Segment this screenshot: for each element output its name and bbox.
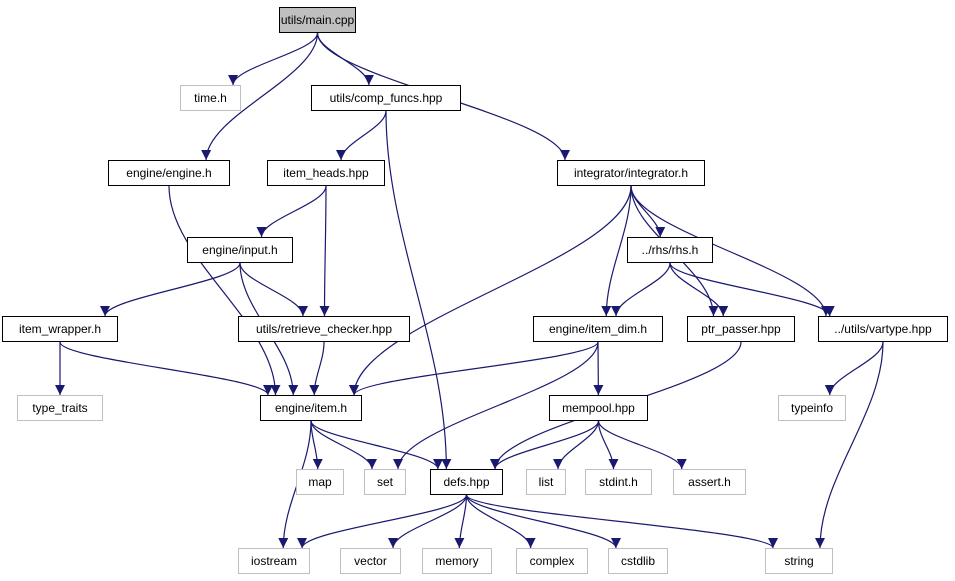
node-defs[interactable]: defs.hpp (430, 469, 503, 495)
node-item-wrapper[interactable]: item_wrapper.h (2, 316, 118, 342)
edge-defs-to-cstdlib (465, 494, 621, 549)
edge-mempool-to-stdint (597, 420, 619, 470)
node-memory: memory (422, 548, 492, 574)
edge-defs-to-iostream (297, 494, 468, 549)
node-input[interactable]: engine/input.h (187, 237, 293, 263)
node-retrieve-checker[interactable]: utils/retrieve_checker.hpp (238, 316, 410, 342)
edge-integrator-to-rhs (630, 185, 666, 238)
node-iostream: iostream (238, 548, 310, 574)
edge-input-to-item-wrapper (100, 262, 241, 317)
node-engine[interactable]: engine/engine.h (108, 160, 230, 186)
edge-main-to-time (228, 32, 319, 86)
edge-item-heads-to-retrieve-checker (319, 185, 330, 317)
node-map: map (296, 469, 344, 495)
node-vartype[interactable]: ../utils/vartype.hpp (818, 316, 948, 342)
edge-defs-to-string (465, 494, 778, 549)
node-stdint: stdint.h (585, 469, 652, 495)
edge-comp-funcs-to-item-heads (336, 110, 387, 161)
node-ptr-passer[interactable]: ptr_passer.hpp (687, 316, 795, 342)
edge-integrator-to-item (349, 185, 632, 396)
node-item-dim[interactable]: engine/item_dim.h (533, 316, 663, 342)
node-set: set (364, 469, 406, 495)
node-list: list (526, 469, 566, 495)
edge-item-to-defs (310, 420, 443, 470)
edge-mempool-to-defs (490, 420, 600, 470)
edge-retrieve-checker-to-item (309, 341, 325, 396)
edge-item-to-map (310, 420, 323, 470)
edge-item-heads-to-input (256, 185, 327, 238)
edge-vartype-to-typeinfo (824, 341, 884, 396)
node-time: time.h (180, 85, 241, 111)
node-integrator[interactable]: integrator/integrator.h (557, 160, 705, 186)
edge-integrator-to-item-dim (601, 185, 632, 317)
edge-item-dim-to-item (349, 341, 599, 396)
node-vector: vector (340, 548, 401, 574)
edge-item-dim-to-set (393, 341, 599, 470)
edge-item-to-set (310, 420, 377, 470)
edge-defs-to-complex (465, 494, 536, 549)
edge-rhs-to-vartype (669, 262, 835, 317)
edge-mempool-to-assert (597, 420, 687, 470)
node-comp-funcs[interactable]: utils/comp_funcs.hpp (311, 85, 461, 111)
edge-rhs-to-item-dim (611, 262, 671, 317)
node-cstdlib: cstdlib (608, 548, 668, 574)
node-rhs[interactable]: ../rhs/rhs.h (627, 237, 713, 263)
edge-defs-to-memory (454, 494, 468, 549)
edge-comp-funcs-to-defs (385, 110, 452, 470)
edge-item-wrapper-to-item (59, 341, 273, 396)
edge-input-to-retrieve-checker (239, 262, 308, 317)
edge-mempool-to-list (553, 420, 600, 470)
node-item-heads[interactable]: item_heads.hpp (267, 160, 385, 186)
edge-engine-to-item (168, 185, 281, 396)
node-item[interactable]: engine/item.h (260, 395, 362, 421)
node-main[interactable]: utils/main.cpp (279, 7, 356, 33)
edge-main-to-engine (201, 32, 319, 161)
edge-vartype-to-string (815, 341, 884, 549)
node-mempool[interactable]: mempool.hpp (549, 395, 648, 421)
node-assert: assert.h (673, 469, 746, 495)
edge-integrator-to-vartype (630, 185, 831, 317)
node-string: string (765, 548, 833, 574)
node-complex: complex (516, 548, 588, 574)
edge-defs-to-vector (388, 494, 468, 549)
edge-rhs-to-ptr-passer (669, 262, 729, 317)
node-typeinfo: typeinfo (778, 395, 846, 421)
node-type-traits: type_traits (17, 395, 103, 421)
